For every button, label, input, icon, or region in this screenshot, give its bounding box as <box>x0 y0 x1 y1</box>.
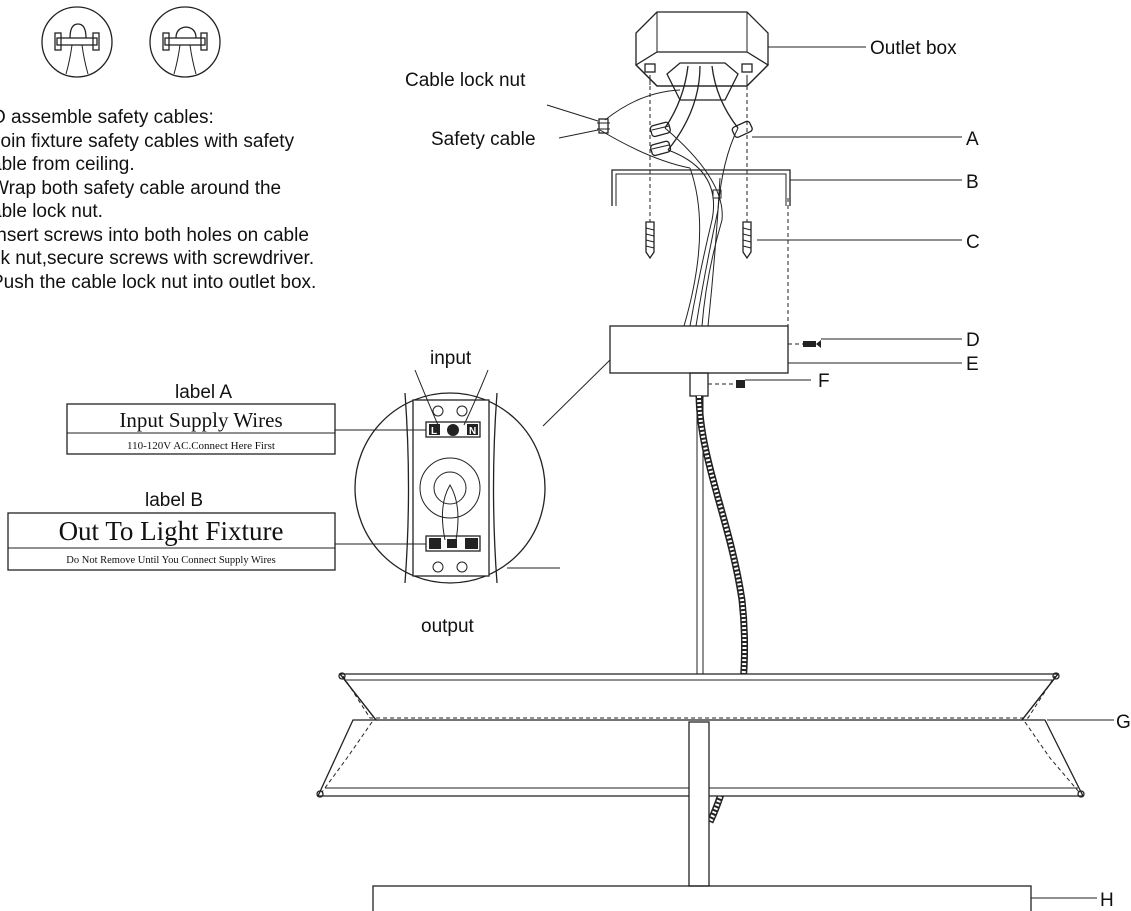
terminal-l-label: L <box>431 426 437 437</box>
input-label: input <box>430 348 472 369</box>
instruction-line: able from ceiling. <box>0 154 135 175</box>
instruction-line: Push the cable lock nut into outlet box. <box>0 271 317 293</box>
callout-h: H <box>1100 890 1114 911</box>
safety-cable-detail-2 <box>149 6 221 78</box>
callout-safety-cable: Safety cable <box>431 129 536 150</box>
callout-a: A <box>966 129 979 150</box>
coupler-screw <box>708 380 745 388</box>
label-b-title: Out To Light Fixture <box>59 516 284 546</box>
cable-lock-nut <box>597 118 610 134</box>
leader-lines <box>507 46 1114 899</box>
mounting-screws <box>645 221 752 260</box>
wiring-detail <box>335 369 546 584</box>
label-b-caption: label B <box>145 490 203 511</box>
label-a-subtitle: 110-120V AC.Connect Here First <box>127 440 275 452</box>
instruction-line: able lock nut. <box>0 201 103 222</box>
set-screw <box>803 340 821 348</box>
label-a-caption: label A <box>175 382 232 403</box>
safety-cable-detail-1 <box>41 6 113 78</box>
instruction-line: ck nut,secure screws with screwdriver. <box>0 248 315 269</box>
mounting-bracket <box>611 169 791 206</box>
lower-stem <box>688 721 710 887</box>
coupler <box>689 372 709 397</box>
instruction-line: Insert screws into both holes on cable <box>0 224 309 246</box>
callout-b: B <box>966 172 979 193</box>
supply-wires <box>599 65 739 169</box>
instructions-title: O assemble safety cables: <box>0 107 214 128</box>
callout-f: F <box>818 371 830 392</box>
instruction-line: Join fixture safety cables with safety <box>0 130 295 152</box>
output-label: output <box>421 616 475 637</box>
callout-d: D <box>966 330 980 351</box>
canopy <box>609 325 789 374</box>
callout-g: G <box>1116 712 1131 733</box>
fixture-wires <box>664 127 739 327</box>
safety-cable-instructions: O assemble safety cables: Join fixture s… <box>0 106 380 294</box>
outlet-box <box>634 11 770 101</box>
callout-outlet-box: Outlet box <box>870 38 957 59</box>
wire-nut-connectors <box>649 120 753 157</box>
terminal-n-label: N <box>469 426 476 437</box>
callout-cable-lock-nut: Cable lock nut <box>405 70 526 91</box>
callout-c: C <box>966 232 980 253</box>
callout-e: E <box>966 354 979 375</box>
screw-guide-lines <box>649 86 803 345</box>
instruction-line: Wrap both safety cable around the <box>0 177 282 199</box>
label-a-title: Input Supply Wires <box>119 408 282 432</box>
label-b-box <box>7 512 336 571</box>
diffuser-plate <box>372 885 1032 911</box>
label-b-subtitle: Do Not Remove Until You Connect Supply W… <box>66 555 275 566</box>
label-a-box <box>66 403 336 455</box>
